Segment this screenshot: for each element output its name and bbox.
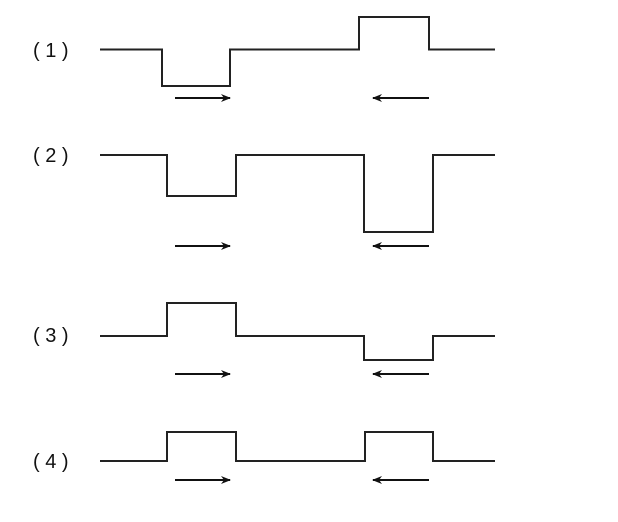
waveform bbox=[100, 302, 495, 361]
option-label: ( 1 ) bbox=[33, 40, 69, 62]
waveform bbox=[100, 154, 495, 233]
option-label: ( 4 ) bbox=[33, 451, 69, 473]
waveform bbox=[100, 16, 495, 87]
option-3: ( 3 ) bbox=[33, 302, 495, 378]
option-label: ( 2 ) bbox=[33, 145, 69, 167]
option-1: ( 1 ) bbox=[33, 16, 495, 102]
option-2: ( 2 ) bbox=[33, 145, 495, 250]
option-label: ( 3 ) bbox=[33, 325, 69, 347]
waveform bbox=[100, 431, 495, 462]
option-4: ( 4 ) bbox=[33, 431, 495, 484]
